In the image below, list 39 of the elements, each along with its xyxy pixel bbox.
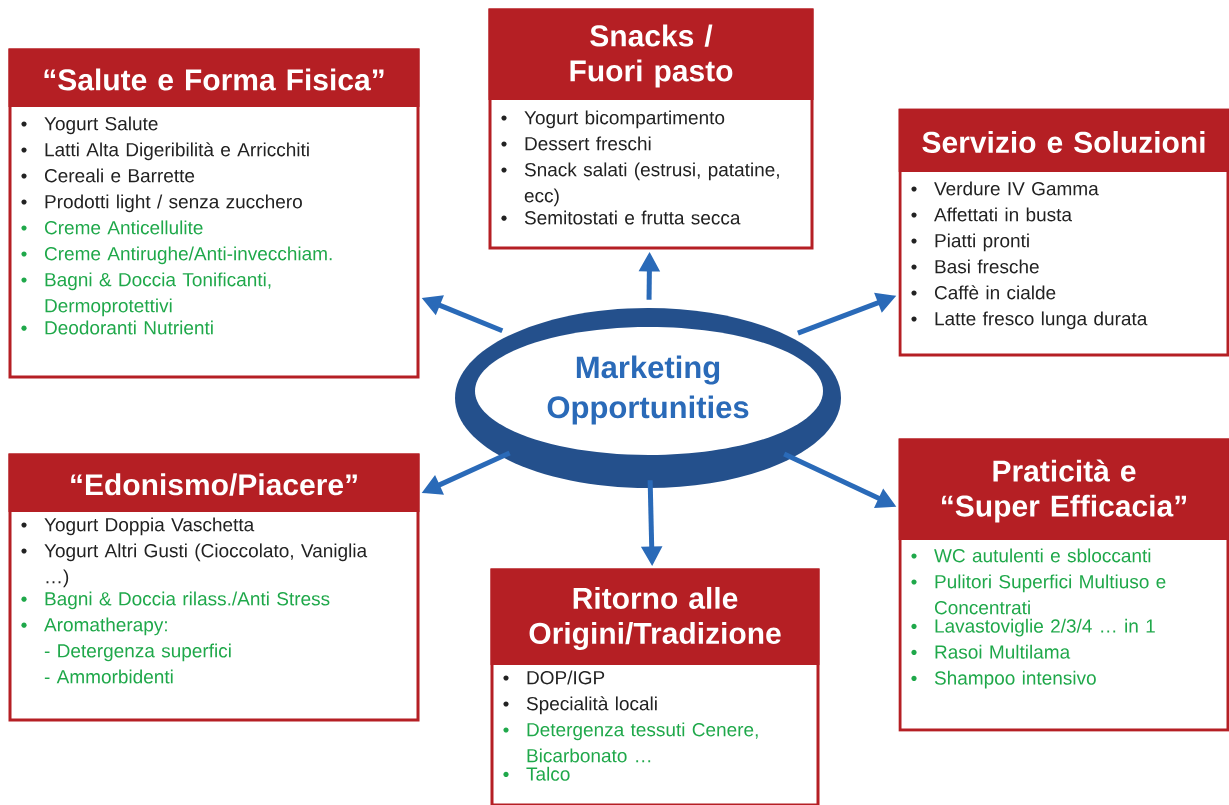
list-item: Yogurt Doppia Vaschetta <box>21 517 255 536</box>
list-item: Creme Antirughe/Anti-invecchiam. <box>21 246 332 265</box>
list-item: WC autulenti e sbloccanti <box>911 548 1151 563</box>
heading-band: Praticità e “Super Efficacia” <box>898 438 1229 540</box>
list-item: Yogurt bicompartimento <box>501 110 725 129</box>
list-item: Cereali e Barrette <box>21 168 195 183</box>
list-item: Talco <box>503 766 570 781</box>
list-item: Latte fresco lunga durata <box>911 311 1148 330</box>
list-item: Deodoranti Nutrienti <box>21 320 213 335</box>
list-item: Semitostati e frutta secca <box>501 210 741 225</box>
list-item: - Detergenza superfici <box>44 643 231 662</box>
heading-band: Ritorno alle Origini/Tradizione <box>490 568 820 665</box>
list-item: Lavastoviglie 2/3/4 … in 1 <box>911 618 1155 637</box>
list-item: Caffè in cialde <box>911 285 1056 300</box>
list-item: Snack salati (estrusi, patatine, ecc) <box>501 162 779 207</box>
list-item: Bagni & Doccia Tonificanti, Dermoprotettivi <box>21 272 271 317</box>
heading-band: Servizio e Soluzioni <box>898 108 1229 172</box>
list-item: Verdure IV Gamma <box>911 181 1099 196</box>
list-item: Aromatherapy: <box>21 617 167 636</box>
list-item: Shampoo intensivo <box>911 670 1096 689</box>
list-item: Affettati in busta <box>911 207 1072 222</box>
heading-band: “Salute e Forma Fisica” <box>8 48 420 107</box>
list-item: Latti Alta Digeribilità e Arricchiti <box>21 142 309 161</box>
list-item: Specialità locali <box>503 696 657 715</box>
list-item: Yogurt Salute <box>21 116 158 135</box>
list-item: Bagni & Doccia rilass./Anti Stress <box>21 591 330 610</box>
list-item: Pulitori Superfici Multiuso e Concentrati <box>911 574 1166 615</box>
list-item: Prodotti light / senza zucchero <box>21 194 302 213</box>
list-item: Dessert freschi <box>501 136 651 151</box>
list-item: Basi fresche <box>911 259 1039 274</box>
heading-band: Snacks / Fuori pasto <box>488 8 814 100</box>
list-item: Detergenza tessuti Cenere, Bicarbonato … <box>503 722 758 763</box>
list-item: DOP/IGP <box>503 670 605 685</box>
list-item: Creme Anticellulite <box>21 220 203 235</box>
list-item: - Ammorbidenti <box>44 669 173 684</box>
list-item: Yogurt Altri Gusti (Cioccolato, Vaniglia …) <box>21 543 368 588</box>
heading-band: “Edonismo/Piacere” <box>8 453 420 512</box>
list-item: Rasoi Multilama <box>911 644 1071 659</box>
list-item: Piatti pronti <box>911 233 1029 252</box>
